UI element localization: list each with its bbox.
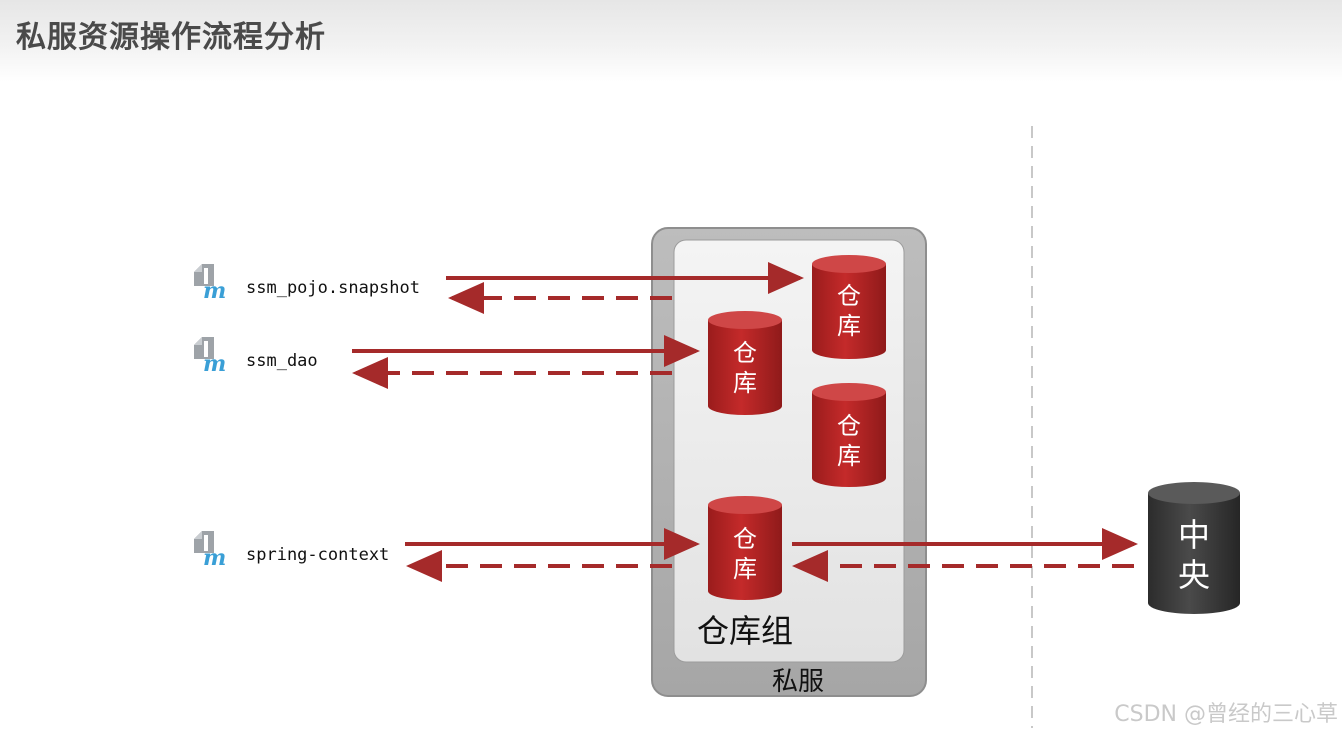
- repository-label-line2: 库: [733, 369, 757, 397]
- repository-cylinder: 仓 库: [708, 496, 782, 600]
- private-server-label: 私服: [772, 667, 824, 697]
- repository-label-line1: 仓: [733, 525, 757, 553]
- central-label-line2: 央: [1178, 556, 1210, 594]
- repository-cylinder: 仓 库: [708, 311, 782, 415]
- artifact-label-ssm-dao: ssm_dao: [246, 351, 318, 371]
- artifact-label-spring-context: spring-context: [246, 545, 389, 565]
- maven-module-icon: [194, 264, 227, 304]
- watermark: CSDN @曾经的三心草: [1114, 702, 1338, 727]
- repository-label-line2: 库: [837, 442, 861, 470]
- maven-module-icon: [194, 531, 227, 571]
- repository-label-line1: 仓: [837, 282, 861, 310]
- central-repository-cylinder: 中 央: [1148, 482, 1240, 614]
- header-bar: [0, 0, 1342, 82]
- repository-label-line2: 库: [733, 555, 757, 583]
- repository-group-label: 仓库组: [697, 612, 793, 650]
- page-title: 私服资源操作流程分析: [16, 20, 326, 55]
- repository-cylinder: 仓 库: [812, 255, 886, 359]
- repository-label-line1: 仓: [733, 339, 757, 367]
- artifact-label-ssm-pojo: ssm_pojo.snapshot: [246, 278, 420, 298]
- repository-cylinder: 仓 库: [812, 383, 886, 487]
- repository-label-line2: 库: [837, 312, 861, 340]
- central-label-line1: 中: [1178, 516, 1210, 554]
- repository-label-line1: 仓: [837, 412, 861, 440]
- maven-module-icon: [194, 337, 227, 377]
